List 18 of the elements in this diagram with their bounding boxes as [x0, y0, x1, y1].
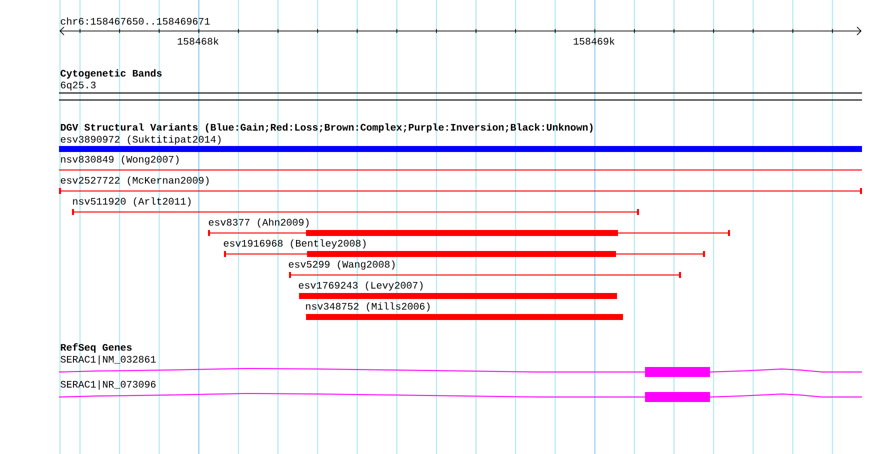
tick-label: 158468k: [178, 37, 218, 45]
variant-label: esv2527722 (McKernan2009): [60, 176, 209, 186]
gene-label: SERAC1|NM_032861: [60, 355, 156, 365]
variant-label: esv5299 (Wang2008): [288, 260, 395, 270]
variant-label: nsv830849 (Wong2007): [61, 155, 179, 165]
variant-label: nsv348752 (Mills2006): [306, 302, 430, 312]
track-title: DGV Structural Variants (Blue:Gain;Red:Loss;Brown:Complex;Purple:Inversion;Black:Unknown): [60, 123, 593, 133]
variant-label: nsv511920 (Arlt2011): [73, 197, 191, 207]
variant-label: esv3890972 (Suktitipat2014): [60, 135, 221, 145]
tick-label: 158469k: [574, 37, 614, 45]
variant-label: esv1916968 (Bentley2008): [224, 239, 366, 249]
track-title: RefSeq Genes: [60, 343, 132, 353]
coordinate-label: chr6:158467650..158469671: [60, 17, 210, 25]
track-title: Cytogenetic Bands: [60, 69, 162, 79]
variant-label: esv1769243 (Levy2007): [298, 281, 423, 291]
variant-label: esv8377 (Ahn2009): [208, 218, 309, 228]
gene-label: SERAC1|NR_073096: [60, 380, 156, 390]
band-label: 6q25.3: [60, 82, 96, 90]
